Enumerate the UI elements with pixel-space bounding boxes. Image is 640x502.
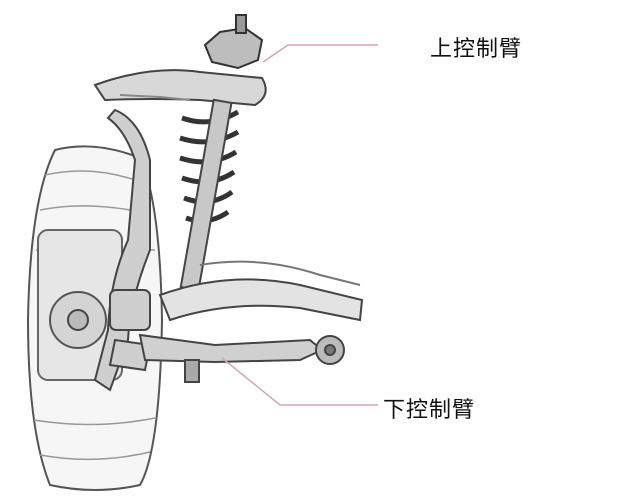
- subframe: [158, 260, 364, 322]
- upper-control-arm-drawing: [93, 69, 267, 107]
- upper-control-arm-leader-line: [262, 44, 378, 63]
- strut-top-mount: [203, 14, 264, 70]
- steering-knuckle: [93, 108, 152, 392]
- lower-control-arm-label: 下控制臂: [383, 398, 476, 423]
- lower-control-arm-drawing: [138, 333, 345, 383]
- upper-control-arm-label: 上控制臂: [430, 37, 523, 62]
- lower-control-arm-leader-line: [221, 357, 378, 406]
